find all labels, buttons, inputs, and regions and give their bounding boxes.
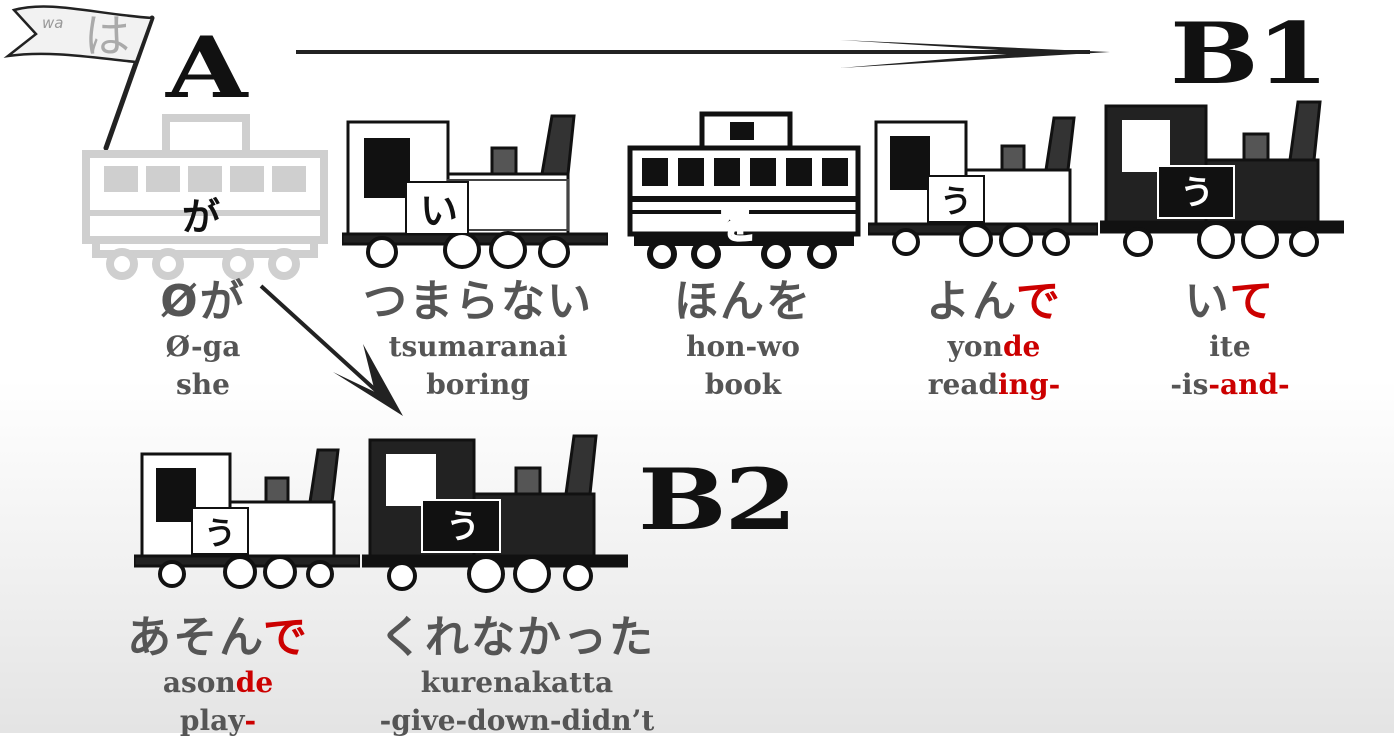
wa-flag: wa は (3, 5, 155, 151)
flag-romaji: wa (42, 14, 63, 32)
label-b2: B2 (638, 450, 797, 549)
word-honwo-romaji: hon-wo (686, 330, 800, 363)
u-engine-asonde: う (134, 448, 360, 589)
word-ga: Øが Ø-ga she (118, 276, 288, 404)
word-ga-english: she (176, 368, 230, 401)
word-kurenakatta-jp: くれなかった (379, 612, 655, 663)
word-ite: いて ite -is-and- (1140, 276, 1320, 404)
label-a: A (166, 18, 247, 117)
word-ga-jp: Øが (160, 276, 246, 327)
word-ite-english-stem: -is (1170, 368, 1209, 401)
u-engine-ite-kana: う (1180, 173, 1214, 213)
word-yonde-jp: よんで (884, 276, 1104, 328)
u-engine-asonde-kana: う (204, 514, 236, 552)
word-kurenakatta: くれなかった kurenakatta -give-down-didn’t (362, 612, 672, 740)
u-engine-kurenakatta: う (362, 434, 628, 593)
u-engine-yonde-kana: う (940, 182, 972, 220)
word-honwo-jp: ほんを (674, 276, 812, 327)
word-yonde-romaji-stem: yon (947, 330, 1003, 363)
word-yonde-english: reading- (884, 366, 1104, 404)
word-asonde-romaji: asonde (120, 664, 316, 702)
word-ite-romaji: ite (1209, 330, 1251, 363)
arrow-a-to-b2 (259, 284, 403, 416)
word-tsumaranai-jp: つまらない (363, 276, 593, 327)
word-ite-english: -is-and- (1140, 366, 1320, 404)
word-yonde: よんで yonde reading- (884, 276, 1104, 404)
word-yonde-jp-suffix: で (1015, 276, 1062, 327)
u-engine-yonde: う (868, 116, 1098, 257)
word-asonde: あそんで asonde play- (120, 612, 316, 740)
word-asonde-romaji-stem: ason (162, 666, 236, 699)
word-asonde-english: play- (120, 702, 316, 740)
word-asonde-jp-stem: あそん (127, 612, 263, 663)
word-ite-jp: いて (1140, 276, 1320, 328)
i-engine: い (342, 114, 608, 269)
flag-cloth (3, 5, 154, 64)
label-b1: B1 (1170, 4, 1329, 103)
wo-car: を (627, 111, 861, 269)
word-asonde-jp: あそんで (120, 612, 316, 664)
word-honwo-english: book (704, 368, 782, 401)
i-engine-kana: い (420, 189, 458, 233)
word-yonde-romaji: yonde (884, 328, 1104, 366)
arrow-a-to-b1 (296, 40, 1110, 68)
word-ga-romaji: Ø-ga (165, 330, 241, 363)
word-yonde-jp-stem: よん (926, 276, 1016, 327)
word-asonde-english-stem: play (179, 704, 245, 737)
word-tsumaranai: つまらない tsumaranai boring (340, 276, 616, 404)
word-yonde-romaji-suffix: de (1002, 330, 1041, 363)
u-engine-ite: う (1100, 100, 1344, 259)
ga-car: が (82, 114, 328, 280)
ga-car-kana: が (182, 195, 220, 239)
word-yonde-english-suffix: ing- (998, 368, 1061, 401)
word-tsumaranai-romaji: tsumaranai (388, 330, 568, 363)
word-tsumaranai-english: boring (426, 368, 530, 401)
word-honwo: ほんを hon-wo book (632, 276, 854, 404)
u-engine-kurenakatta-kana: う (446, 507, 480, 547)
flag-kana: は (84, 9, 130, 63)
word-kurenakatta-english: -give-down-didn’t (379, 704, 655, 737)
word-yonde-english-stem: read (927, 368, 999, 401)
word-ite-jp-stem: い (1184, 276, 1230, 327)
word-kurenakatta-romaji: kurenakatta (420, 666, 614, 699)
wo-car-kana: を (718, 202, 758, 248)
word-ite-jp-suffix: て (1229, 276, 1276, 327)
word-asonde-english-suffix: - (244, 704, 257, 737)
word-ite-english-suffix: -and- (1208, 368, 1290, 401)
word-asonde-romaji-suffix: de (235, 666, 274, 699)
word-asonde-jp-suffix: で (262, 612, 309, 663)
